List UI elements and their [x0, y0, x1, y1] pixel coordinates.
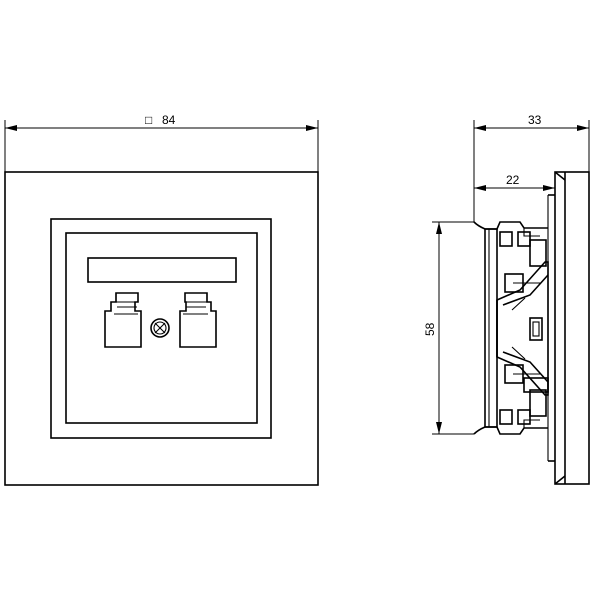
depth-total-dimension: 33	[473, 113, 590, 222]
outer-frame	[4, 171, 319, 486]
height-dimension: 58	[423, 221, 474, 435]
depth-partial-label: 22	[506, 173, 520, 187]
rj45-socket-left	[104, 292, 142, 348]
frame-profile	[554, 171, 590, 485]
insert-plate	[50, 218, 272, 439]
rj45-socket-right	[179, 292, 217, 348]
rj45-module-side	[496, 261, 549, 396]
width-prefix-symbol: □	[145, 113, 152, 127]
side-view	[473, 171, 590, 485]
depth-partial-dimension: 22	[474, 173, 556, 195]
insert-cover	[65, 232, 258, 424]
height-label: 58	[423, 322, 437, 336]
front-view	[4, 171, 319, 486]
width-label: 84	[162, 113, 176, 127]
width-dimension: □ 84	[4, 113, 319, 172]
screw-icon	[150, 318, 170, 338]
bottom-claw	[473, 426, 548, 435]
mounting-plate	[484, 228, 498, 428]
depth-total-label: 33	[528, 113, 542, 127]
label-window	[87, 257, 237, 283]
top-claw	[473, 221, 548, 230]
